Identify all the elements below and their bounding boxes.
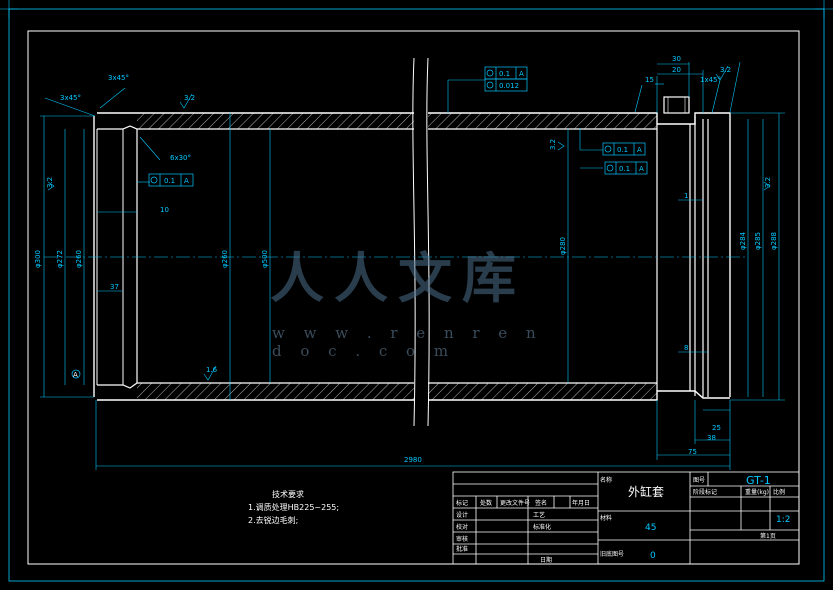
chamfer-inner: 6x30° [170,154,191,162]
svg-text:年月日: 年月日 [572,499,590,507]
dim-15: 15 [645,76,654,84]
svg-text:0.1: 0.1 [619,165,630,173]
svg-text:0.1: 0.1 [164,177,175,185]
dim-38: 38 [707,434,716,442]
title-block-values: 外缸套 GT-1 45 1:2 0 [628,474,790,561]
dim-overall: 2980 [404,456,422,464]
rough-5: 3.2 [764,177,772,188]
svg-text:签名: 签名 [535,499,547,507]
rough-6: 1.6 [206,366,218,374]
bottom-wall-hatch [137,383,657,400]
dim-d500: φ500 [261,250,269,268]
svg-text:A: A [639,165,644,173]
tech-title: 技术要求 [272,490,304,499]
left-bore-bottom [97,382,657,389]
svg-text:处数: 处数 [480,499,492,507]
svg-text:旧底图号: 旧底图号 [600,550,624,558]
svg-text:阶段标记: 阶段标记 [693,488,717,496]
break-line-left [412,57,416,427]
scale: 1:2 [776,515,790,525]
title-block-texts: 标记 处数 更改文件号 签名 年月日 设计 工艺 校对 标准化 审核 批准 日期… [456,476,785,564]
outer-contour-bottom [97,390,730,401]
svg-text:比例: 比例 [773,488,785,496]
material: 45 [645,523,656,533]
top-wall-hatch [137,113,657,129]
part-name: 外缸套 [628,484,664,499]
dim-d284: φ284 [739,231,747,250]
svg-text:0.1: 0.1 [499,70,510,78]
svg-text:审核: 审核 [456,535,468,543]
dimension-lines [40,61,785,470]
chamfer-right: 1x45° [700,76,721,84]
tolerance-frames [71,66,648,379]
svg-text:A: A [73,371,78,379]
svg-text:日期: 日期 [540,556,552,564]
svg-text:更改文件号: 更改文件号 [500,499,530,507]
svg-text:第1页: 第1页 [760,532,776,540]
svg-text:名称: 名称 [600,476,612,484]
svg-text:图号: 图号 [693,477,705,484]
tech-line-2: 2.去锐边毛刺; [248,516,299,525]
tech-line-1: 1.调质处理HB225~255; [248,503,340,512]
svg-text:A: A [519,70,524,78]
dim-d260-mid: φ260 [221,250,229,268]
dim-d288: φ288 [770,232,778,250]
roughness-symbols [47,65,771,381]
outer-frame [8,8,825,582]
tolerance-texts: 0.1 A 0.012 0.1 A 0.1 A 0.1 A A [73,70,644,379]
dim-8: 8 [684,344,688,352]
dim-75: 75 [688,448,697,456]
svg-text:重量(kg): 重量(kg) [745,488,769,496]
dim-d260: φ260 [75,250,83,268]
left-bore-top [97,125,657,130]
chamfer-left: 3x45° [60,94,81,102]
rough-3: 3.2 [549,139,557,150]
part-section [93,57,731,427]
dim-30: 30 [672,55,681,63]
svg-text:0.1: 0.1 [617,146,628,154]
technical-requirements: 技术要求 1.调质处理HB225~255; 2.去锐边毛刺; [248,488,339,527]
title-block [452,471,800,565]
svg-text:0.012: 0.012 [499,82,519,90]
weight: 0 [650,551,656,561]
svg-text:设计: 设计 [456,511,468,519]
dim-20: 20 [672,66,681,74]
rough-2: 3.2 [46,177,54,188]
break-region [414,58,428,426]
svg-text:批准: 批准 [456,545,468,553]
svg-text:A: A [637,146,642,154]
dim-25: 25 [712,424,721,432]
chamfer-top: 3x45° [108,74,129,82]
dim-10: 10 [160,206,169,214]
inner-frame [27,30,800,565]
dim-d272: φ272 [56,250,64,268]
svg-text:材料: 材料 [600,514,612,522]
drawing-number: GT-1 [746,474,771,487]
svg-text:工艺: 工艺 [533,511,545,519]
dim-37: 37 [110,283,119,291]
svg-text:标准化: 标准化 [533,523,551,531]
dim-d285: φ285 [754,232,762,250]
svg-text:标记: 标记 [456,499,468,507]
svg-text:校对: 校对 [456,523,468,531]
top-boss [663,96,690,114]
dim-d280: φ280 [559,237,567,255]
dim-d300: φ300 [34,250,42,268]
svg-text:A: A [184,177,189,185]
break-line-right [426,57,430,427]
dim-1: 1 [684,192,688,200]
